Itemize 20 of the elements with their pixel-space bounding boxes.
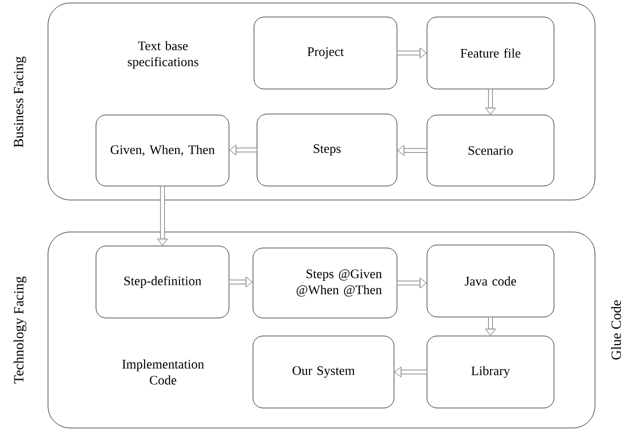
arrow xyxy=(485,89,496,115)
side-label: Glue Code xyxy=(611,300,621,360)
arrow xyxy=(394,366,427,378)
process-box: Java code xyxy=(426,244,554,318)
arrow xyxy=(397,145,427,156)
arrow xyxy=(397,278,427,288)
arrow xyxy=(397,48,427,58)
arrow xyxy=(485,317,496,336)
process-box: Given, When, Then xyxy=(96,114,230,186)
process-box: Scenario xyxy=(426,114,554,186)
arrow xyxy=(157,186,168,246)
process-box: Our System xyxy=(252,336,394,408)
process-box: Step-definition xyxy=(96,246,230,318)
process-box: Steps xyxy=(256,114,398,186)
process-box: Project xyxy=(254,16,398,90)
arrow xyxy=(229,276,253,288)
process-box: Feature file xyxy=(426,16,554,90)
process-box: Steps @Given @When @Then xyxy=(252,248,398,318)
process-box: Library xyxy=(426,336,554,408)
arrow xyxy=(229,144,257,156)
